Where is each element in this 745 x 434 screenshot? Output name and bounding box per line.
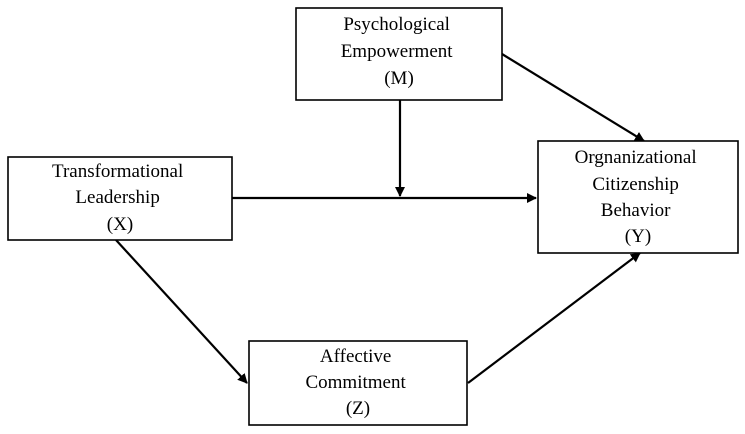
node-text-x: Transformational Leadership (X)	[52, 161, 188, 235]
node-x-line-3: (X)	[107, 214, 133, 235]
node-box-y	[537, 140, 739, 254]
node-y-line-4: (Y)	[625, 226, 651, 247]
edge-m-to-y	[501, 53, 645, 142]
node-y-line-1: Orgnanizational	[575, 147, 697, 168]
node-organizational-citizenship-behavior: Orgnanizational Citizenship Behavior (Y)	[537, 140, 739, 254]
node-m-line-3: (M)	[384, 68, 414, 89]
node-psychological-empowerment: Psychological Empowerment (M)	[295, 7, 503, 101]
node-z-line-2: Commitment	[305, 372, 406, 393]
node-y-line-3: Behavior	[601, 200, 671, 221]
node-box-x	[7, 156, 233, 241]
node-text-z: Affective Commitment (Z)	[305, 346, 410, 419]
node-box-z	[248, 340, 468, 426]
node-text-y: Orgnanizational Citizenship Behavior (Y)	[575, 147, 702, 247]
edge-x-to-z	[115, 239, 248, 384]
edges	[115, 53, 645, 384]
node-transformational-leadership: Transformational Leadership (X)	[7, 156, 233, 241]
node-m-line-2: Empowerment	[341, 41, 454, 62]
edge-z-to-y	[467, 252, 641, 384]
node-text-m: Psychological Empowerment (M)	[341, 14, 458, 89]
node-z-line-1: Affective	[320, 346, 391, 367]
node-x-line-2: Leadership	[75, 187, 159, 208]
node-z-line-3: (Z)	[346, 398, 370, 419]
node-x-line-1: Transformational	[52, 161, 183, 182]
node-y-line-2: Citizenship	[592, 174, 679, 195]
node-affective-commitment: Affective Commitment (Z)	[248, 340, 468, 426]
node-box-m	[295, 7, 503, 101]
node-m-line-1: Psychological	[343, 14, 450, 35]
